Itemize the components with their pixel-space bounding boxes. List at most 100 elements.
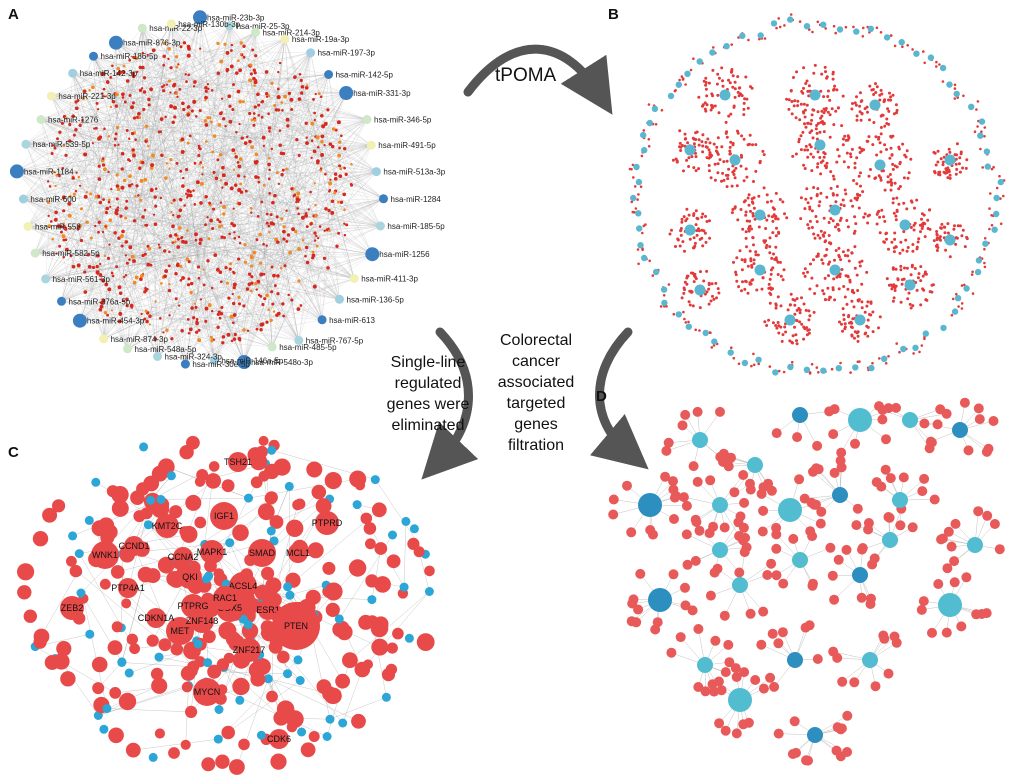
panel-b-label: B [608, 6, 619, 23]
mirna-label: hsa-miR-25-3p [237, 22, 290, 31]
mirna-hub-node [829, 204, 841, 216]
mirna-node [72, 313, 87, 328]
mirna-label: hsa-miR-491-5p [378, 141, 436, 150]
gene-node [91, 541, 119, 569]
arrow-b-to-d [589, 327, 649, 470]
gene-node [190, 609, 214, 633]
mirna-label: hsa-miR-874-3p [111, 335, 169, 344]
gene-node [166, 617, 194, 645]
mirna-cluster [730, 186, 789, 244]
panel-b-network [628, 13, 1006, 376]
gene-label: ZEB2 [61, 603, 84, 613]
mirna-node [379, 194, 388, 204]
mirna-node [153, 352, 162, 361]
mirna-label: hsa-miR-185-5p [387, 222, 445, 231]
mirna-label: hsa-miR-197-3p [318, 49, 376, 58]
mirna-hub-node [792, 552, 808, 568]
mirna-cluster [932, 142, 969, 180]
filtration-caption-line: genes [514, 416, 558, 433]
mirna-hub-node [692, 432, 708, 448]
single-line-caption-line: Single-line [390, 354, 466, 371]
gene-label: MAPK1 [197, 547, 228, 557]
gene-node [155, 514, 179, 538]
panel-d-gene-nodes [608, 397, 1005, 766]
panel-b-outer-ring [628, 13, 1006, 376]
mirna-hub-node [694, 284, 706, 296]
mirna-hub-node [638, 493, 662, 517]
mirna-label: hsa-miR-221-3p [58, 92, 116, 101]
mirna-hub-node [944, 234, 956, 246]
mirna-hub-node [684, 224, 696, 236]
gene-label: CCNA2 [168, 552, 199, 562]
mirna-hub-node [899, 219, 911, 231]
mirna-node [225, 21, 235, 31]
single-line-caption-line: eliminated [391, 417, 465, 434]
mirna-label: hsa-miR-613 [329, 316, 375, 325]
mirna-node [23, 222, 33, 231]
mirna-hub-node [787, 652, 803, 668]
mirna-hub-node [719, 89, 731, 101]
mirna-node [57, 296, 66, 306]
mirna-hub-node [729, 154, 741, 166]
mirna-label: hsa-miR-454-3p [87, 317, 145, 326]
gene-label: ESR1 [256, 605, 280, 615]
mirna-node [137, 23, 147, 33]
mirna-cluster [802, 239, 869, 302]
mirna-cluster [875, 196, 932, 255]
mirna-hub-node [852, 567, 868, 583]
gene-label: CDK6 [267, 734, 291, 744]
mirna-node [267, 342, 277, 352]
gene-node [258, 600, 278, 620]
gene-label: ZNF148 [186, 616, 219, 626]
gene-label: PTEN [284, 621, 308, 631]
mirna-node [21, 139, 31, 149]
mirna-node [180, 359, 190, 369]
mirna-node [166, 19, 176, 29]
mirna-hub-node [728, 688, 752, 712]
mirna-cluster [732, 243, 786, 296]
mirna-node [366, 140, 376, 150]
gene-label: CDKN1A [138, 613, 175, 623]
mirna-label: hsa-miR-346-5p [374, 116, 432, 125]
mirna-node [324, 70, 334, 79]
mirna-label: hsa-miR-1184 [24, 167, 74, 176]
step-tpoma-label: tPOMA [495, 65, 557, 86]
mirna-label: hsa-miR-19a-3p [292, 35, 350, 44]
gene-node [213, 586, 237, 610]
mirna-node [109, 35, 123, 50]
mirna-hub-node [938, 593, 962, 617]
mirna-hub-node [892, 492, 908, 508]
mirna-label: hsa-miR-146a-5p [221, 356, 283, 365]
gene-label: IGF1 [214, 511, 234, 521]
mirna-hub-node [712, 542, 728, 558]
mirna-hub-node [712, 497, 728, 513]
mirna-node [237, 355, 252, 369]
mirna-hub-node [648, 588, 672, 612]
mirna-label: hsa-miR-186-5p [101, 52, 159, 61]
gene-label: RAC1 [213, 593, 237, 603]
filtration-caption-line: Colorectal [499, 332, 573, 349]
filtration-caption-line: associated [497, 374, 575, 391]
mirna-node [193, 10, 207, 25]
mirna-label: hsa-miR-548a-5p [135, 345, 197, 354]
gene-label: PTPRD [312, 518, 343, 528]
mirna-label: hsa-miR-142-5p [336, 71, 394, 80]
gene-node [228, 452, 248, 472]
mirna-hub-node [882, 532, 898, 548]
gene-label: PTP4A1 [111, 583, 145, 593]
mirna-hub-node [747, 457, 763, 473]
gene-node [210, 502, 238, 530]
mirna-node [349, 274, 359, 283]
panel-a-gene-nodes [46, 41, 354, 345]
mirna-hub-node [732, 577, 748, 593]
gene-node [200, 540, 224, 564]
gene-node [178, 565, 202, 589]
mirna-label: hsa-miR-142-3p [80, 69, 138, 78]
mirna-cluster [763, 292, 816, 346]
mirna-label: hsa-miR-331-3p [353, 89, 411, 98]
gene-node [272, 602, 320, 650]
mirna-node [362, 115, 372, 124]
